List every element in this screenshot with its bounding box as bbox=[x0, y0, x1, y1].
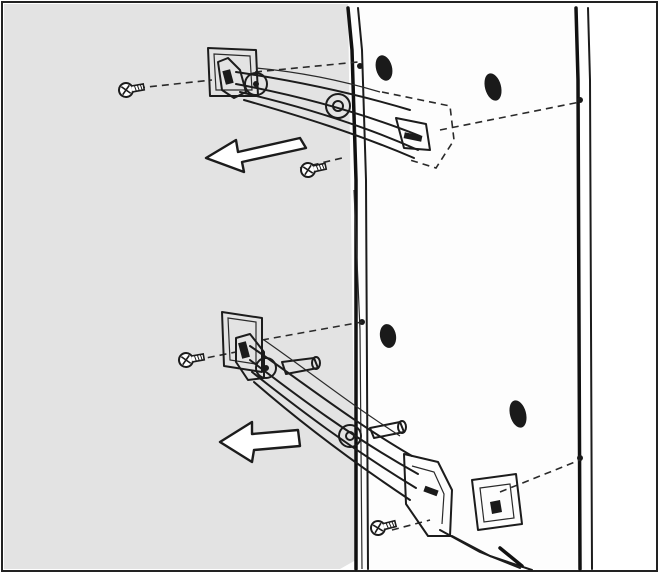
wall-surface bbox=[4, 4, 356, 569]
hole-top-right bbox=[484, 73, 502, 101]
door-panel bbox=[346, 4, 655, 571]
screw-icon bbox=[300, 162, 328, 178]
arrow-icon bbox=[218, 420, 302, 464]
screw-icon bbox=[178, 352, 206, 368]
lower-hinge-bracket bbox=[221, 311, 533, 571]
screw-icon bbox=[118, 82, 146, 98]
hole-top-left bbox=[375, 55, 393, 81]
hole-mid-left bbox=[379, 324, 397, 348]
door-holes bbox=[357, 55, 583, 461]
arrow-icon bbox=[204, 136, 308, 174]
screw-icon bbox=[370, 519, 398, 536]
upper-hinge-bracket bbox=[207, 47, 455, 169]
hole-mid-right bbox=[509, 400, 527, 428]
